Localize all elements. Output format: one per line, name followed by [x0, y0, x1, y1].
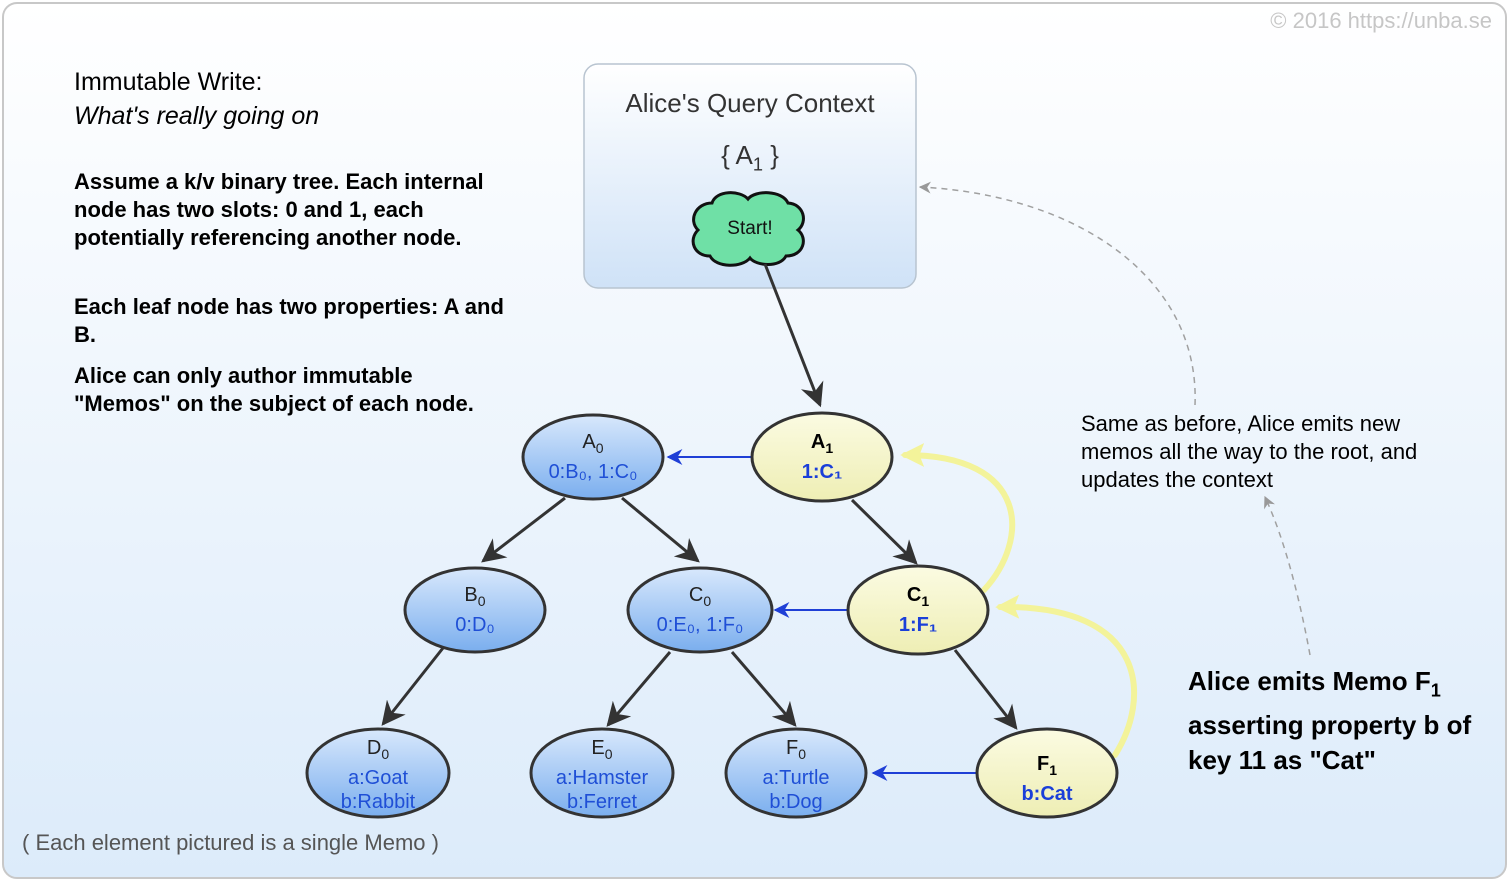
callout-sub: 1 [1430, 680, 1441, 701]
edge-a0-c0 [621, 496, 700, 563]
node-f0-name: F0 [785, 737, 806, 762]
node-b0-name: B0 [464, 584, 486, 609]
context-set-close: } [763, 140, 779, 170]
node-d0-shape [305, 727, 451, 819]
node-c1: C1 1:F₁ [848, 583, 988, 637]
node-f1-shape [975, 727, 1119, 819]
callout-pointer-arrow [1264, 495, 1311, 656]
context-set: { A1 } [584, 140, 916, 175]
node-f0-prop-a: a:Turtle [762, 766, 830, 789]
node-b0-value: 0:D₀ [455, 613, 495, 636]
edge-a0-b0 [481, 496, 566, 563]
heading-subtitle: What's really going on [74, 102, 320, 130]
node-a0: A0 0:B₀, 1:C₀ [523, 430, 663, 484]
paragraph-leaf: Each leaf node has two properties: A and… [74, 294, 504, 347]
context-title: Alice's Query Context [625, 88, 875, 118]
node-d0-prop-a: a:Goat [347, 766, 409, 789]
node-d0-prop-b: b:Rabbit [340, 790, 416, 813]
node-c0-name: C0 [688, 584, 712, 609]
node-c1-value: 1:F₁ [898, 613, 938, 636]
node-a1-value: 1:C₁ [801, 460, 843, 483]
paragraph-memos: Alice can only author immutable "Memos" … [74, 363, 474, 416]
node-c0-shape [626, 566, 774, 654]
callout-rest: asserting property b of key 11 as "Cat" [1188, 710, 1472, 776]
context-set-sub: 1 [752, 154, 764, 175]
start-cloud-shape [691, 191, 805, 267]
callout-text: Alice emits Memo F1 asserting property b … [1188, 664, 1488, 778]
node-c0-value: 0:E₀, 1:F₀ [656, 613, 744, 636]
node-c1-shape [846, 564, 990, 656]
node-a0-shape [521, 413, 665, 501]
node-b0: B0 0:D₀ [405, 583, 545, 637]
query-context-box [583, 63, 917, 289]
node-f0: F0 a:Turtle b:Dog [726, 736, 866, 814]
node-e0-name: E0 [591, 737, 613, 762]
edge-a1-c1 [850, 498, 918, 565]
node-d0-name: D0 [366, 737, 390, 762]
node-d0: D0 a:Goat b:Rabbit [307, 736, 449, 814]
node-e0: E0 a:Hamster b:Ferret [531, 736, 673, 814]
node-e0-prop-a: a:Hamster [555, 766, 649, 789]
context-update-arrow [918, 181, 1196, 406]
callout-line1: Alice emits Memo F [1188, 666, 1431, 696]
context-set-open: { A [721, 140, 753, 170]
node-a1-shape [750, 411, 894, 503]
edge-c0-e0 [606, 651, 672, 727]
node-c1-name: C1 [906, 584, 930, 609]
highlight-arrow-c1-a1 [900, 443, 1016, 593]
copyright-text: © 2016 https://unba.se [1270, 8, 1492, 33]
edge-start-a1 [763, 263, 824, 408]
heading-title: Immutable Write: [74, 68, 263, 96]
node-a1-name: A1 [810, 431, 834, 456]
node-f1: F1 b:Cat [977, 752, 1117, 806]
node-f1-value: b:Cat [1021, 782, 1073, 805]
edge-c1-f1 [953, 649, 1018, 730]
node-e0-shape [529, 727, 675, 819]
edge-b0-d0 [381, 647, 445, 726]
node-f0-prop-b: b:Dog [769, 790, 823, 813]
footer-note: ( Each element pictured is a single Memo… [22, 830, 439, 855]
start-label: Start! [727, 218, 773, 239]
node-e0-prop-b: b:Ferret [566, 790, 638, 813]
node-f0-shape [724, 727, 868, 819]
node-a1: A1 1:C₁ [752, 430, 892, 484]
side-note: Same as before, Alice emits new memos al… [1081, 411, 1418, 492]
node-a0-name: A0 [582, 431, 604, 456]
node-f1-name: F1 [1036, 753, 1057, 778]
node-c0: C0 0:E₀, 1:F₀ [628, 583, 772, 637]
node-a0-value: 0:B₀, 1:C₀ [548, 460, 638, 483]
node-b0-shape [403, 566, 547, 654]
edge-c0-f0 [730, 651, 797, 727]
highlight-arrow-f1-c1 [995, 594, 1138, 758]
paragraph-tree: Assume a k/v binary tree. Each internal … [74, 169, 484, 250]
